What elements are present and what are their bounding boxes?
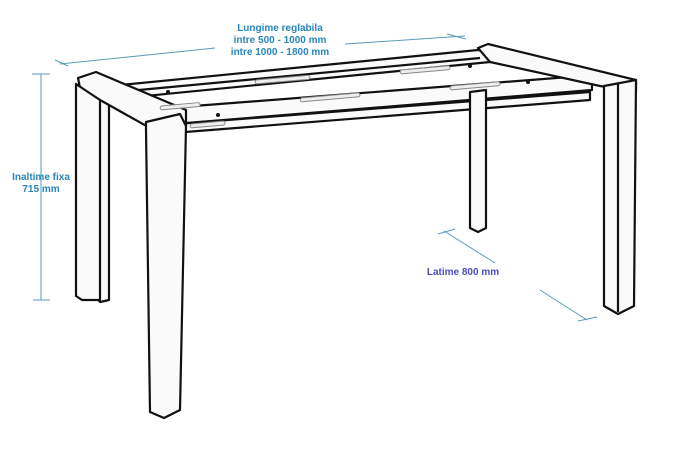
frame — [74, 42, 638, 420]
leg-back-right — [468, 88, 488, 234]
length-label-title: Lungime reglabila — [237, 23, 323, 34]
height-label-value: 715 mm — [22, 184, 60, 195]
height-label-title: Inaltime fixa — [12, 172, 70, 183]
width-label: Latime 800 mm — [418, 267, 508, 279]
length-label-range-1: intre 500 - 1000 mm — [233, 35, 327, 46]
length-label: Lungime reglabila intre 500 - 1000 mm in… — [205, 23, 355, 59]
bolt-holes — [166, 64, 530, 117]
rail-details — [159, 65, 501, 129]
leg-front-left — [74, 82, 102, 302]
leg-front-right — [602, 78, 638, 316]
rail-back-lower — [117, 56, 481, 94]
dimension-lines — [32, 33, 598, 322]
length-label-range-2: intre 1000 - 1800 mm — [230, 47, 330, 58]
height-label: Inaltime fixa 715 mm — [0, 172, 82, 196]
leg-front-main — [144, 112, 188, 420]
width-label-text: Latime 800 mm — [426, 267, 500, 278]
